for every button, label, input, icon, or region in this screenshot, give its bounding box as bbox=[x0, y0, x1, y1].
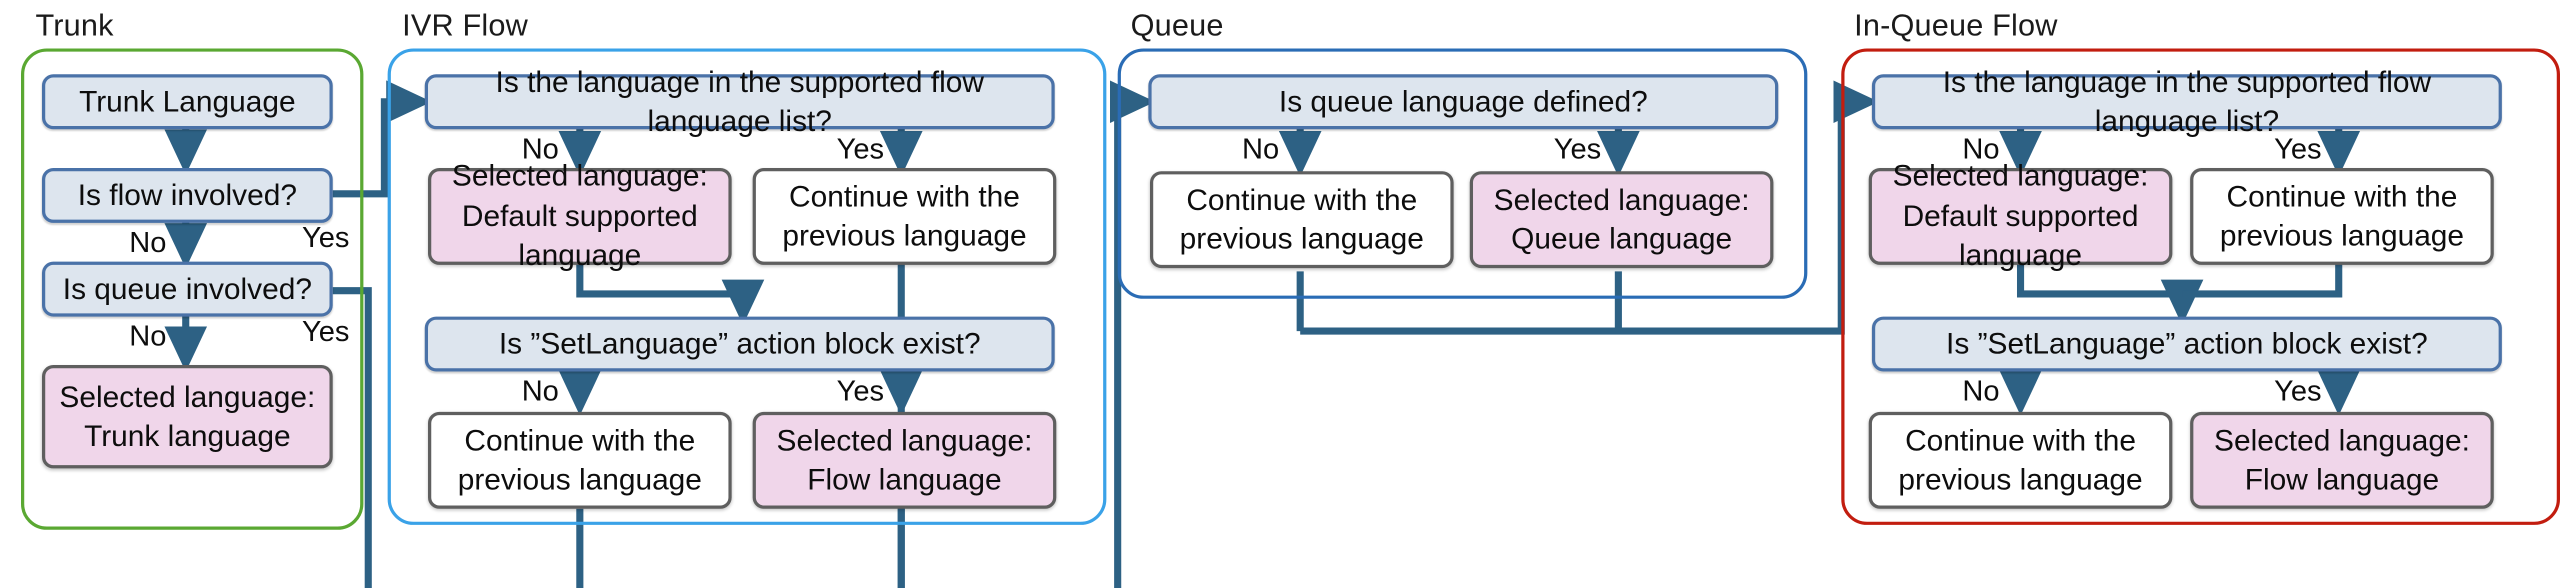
edge-label-inqueue-q1-yes: Yes bbox=[2274, 132, 2322, 165]
edge-label-trunk-queue-yes: Yes bbox=[302, 314, 350, 348]
node-inqueue-continue-previous-top[interactable]: Continue with the previous language bbox=[2190, 167, 2494, 265]
node-ivr-continue-previous-top[interactable]: Continue with the previous language bbox=[752, 167, 1057, 265]
node-trunk-language[interactable]: Trunk Language bbox=[41, 74, 333, 130]
edge-label-queue-q1-yes: Yes bbox=[1553, 132, 1602, 165]
group-ivr-flow bbox=[387, 48, 1107, 525]
node-ivr-continue-previous-bottom[interactable]: Continue with the previous language bbox=[428, 411, 732, 509]
edge-label-trunk-flow-no: No bbox=[129, 226, 167, 259]
node-inqueue-setlanguage-block[interactable]: Is ”SetLanguage” action block exist? bbox=[1871, 316, 2502, 372]
edge-label-inqueue-q1-no: No bbox=[1962, 132, 2000, 165]
node-ivr-setlanguage-block[interactable]: Is ”SetLanguage” action block exist? bbox=[424, 316, 1055, 372]
node-ivr-default-supported-language[interactable]: Selected language: Default supported lan… bbox=[428, 159, 732, 272]
group-label-in-queue-flow: In-Queue Flow bbox=[1854, 9, 2058, 44]
node-inqueue-supported-language-list[interactable]: Is the language in the supported flow la… bbox=[1871, 64, 2502, 137]
node-queue-language[interactable]: Selected language: Queue language bbox=[1469, 171, 1774, 269]
edge-label-ivr-q4-no: No bbox=[521, 374, 559, 408]
node-inqueue-default-supported-language[interactable]: Selected language: Default supported lan… bbox=[1868, 159, 2173, 272]
node-inqueue-flow-language[interactable]: Selected language: Flow language bbox=[2190, 411, 2494, 509]
node-queue-continue-previous[interactable]: Continue with the previous language bbox=[1149, 171, 1454, 269]
edge-label-trunk-queue-no: No bbox=[129, 319, 167, 353]
node-ivr-flow-language[interactable]: Selected language: Flow language bbox=[752, 411, 1057, 509]
node-inqueue-continue-previous-bottom[interactable]: Continue with the previous language bbox=[1868, 411, 2173, 509]
node-selected-trunk-language[interactable]: Selected language: Trunk language bbox=[41, 365, 333, 469]
edge-label-queue-q1-no: No bbox=[1242, 132, 1280, 165]
node-is-queue-involved[interactable]: Is queue involved? bbox=[41, 261, 333, 317]
group-queue bbox=[1117, 48, 1808, 299]
node-is-flow-involved[interactable]: Is flow involved? bbox=[41, 167, 333, 223]
group-label-queue: Queue bbox=[1130, 9, 1224, 44]
node-queue-language-defined[interactable]: Is queue language defined? bbox=[1148, 74, 1779, 130]
edge-label-inqueue-q4-yes: Yes bbox=[2274, 374, 2322, 408]
edge-label-ivr-q4-yes: Yes bbox=[836, 374, 885, 408]
group-trunk bbox=[20, 48, 364, 530]
group-label-ivr-flow: IVR Flow bbox=[402, 9, 528, 44]
group-in-queue-flow bbox=[1841, 48, 2560, 525]
node-ivr-supported-language-list[interactable]: Is the language in the supported flow la… bbox=[424, 64, 1055, 137]
edge-label-inqueue-q4-no: No bbox=[1962, 374, 2000, 408]
edge-label-ivr-q1-no: No bbox=[521, 132, 559, 165]
group-label-trunk: Trunk bbox=[35, 9, 114, 44]
edge-label-ivr-q1-yes: Yes bbox=[836, 132, 885, 165]
edge-label-trunk-flow-yes: Yes bbox=[302, 221, 350, 254]
